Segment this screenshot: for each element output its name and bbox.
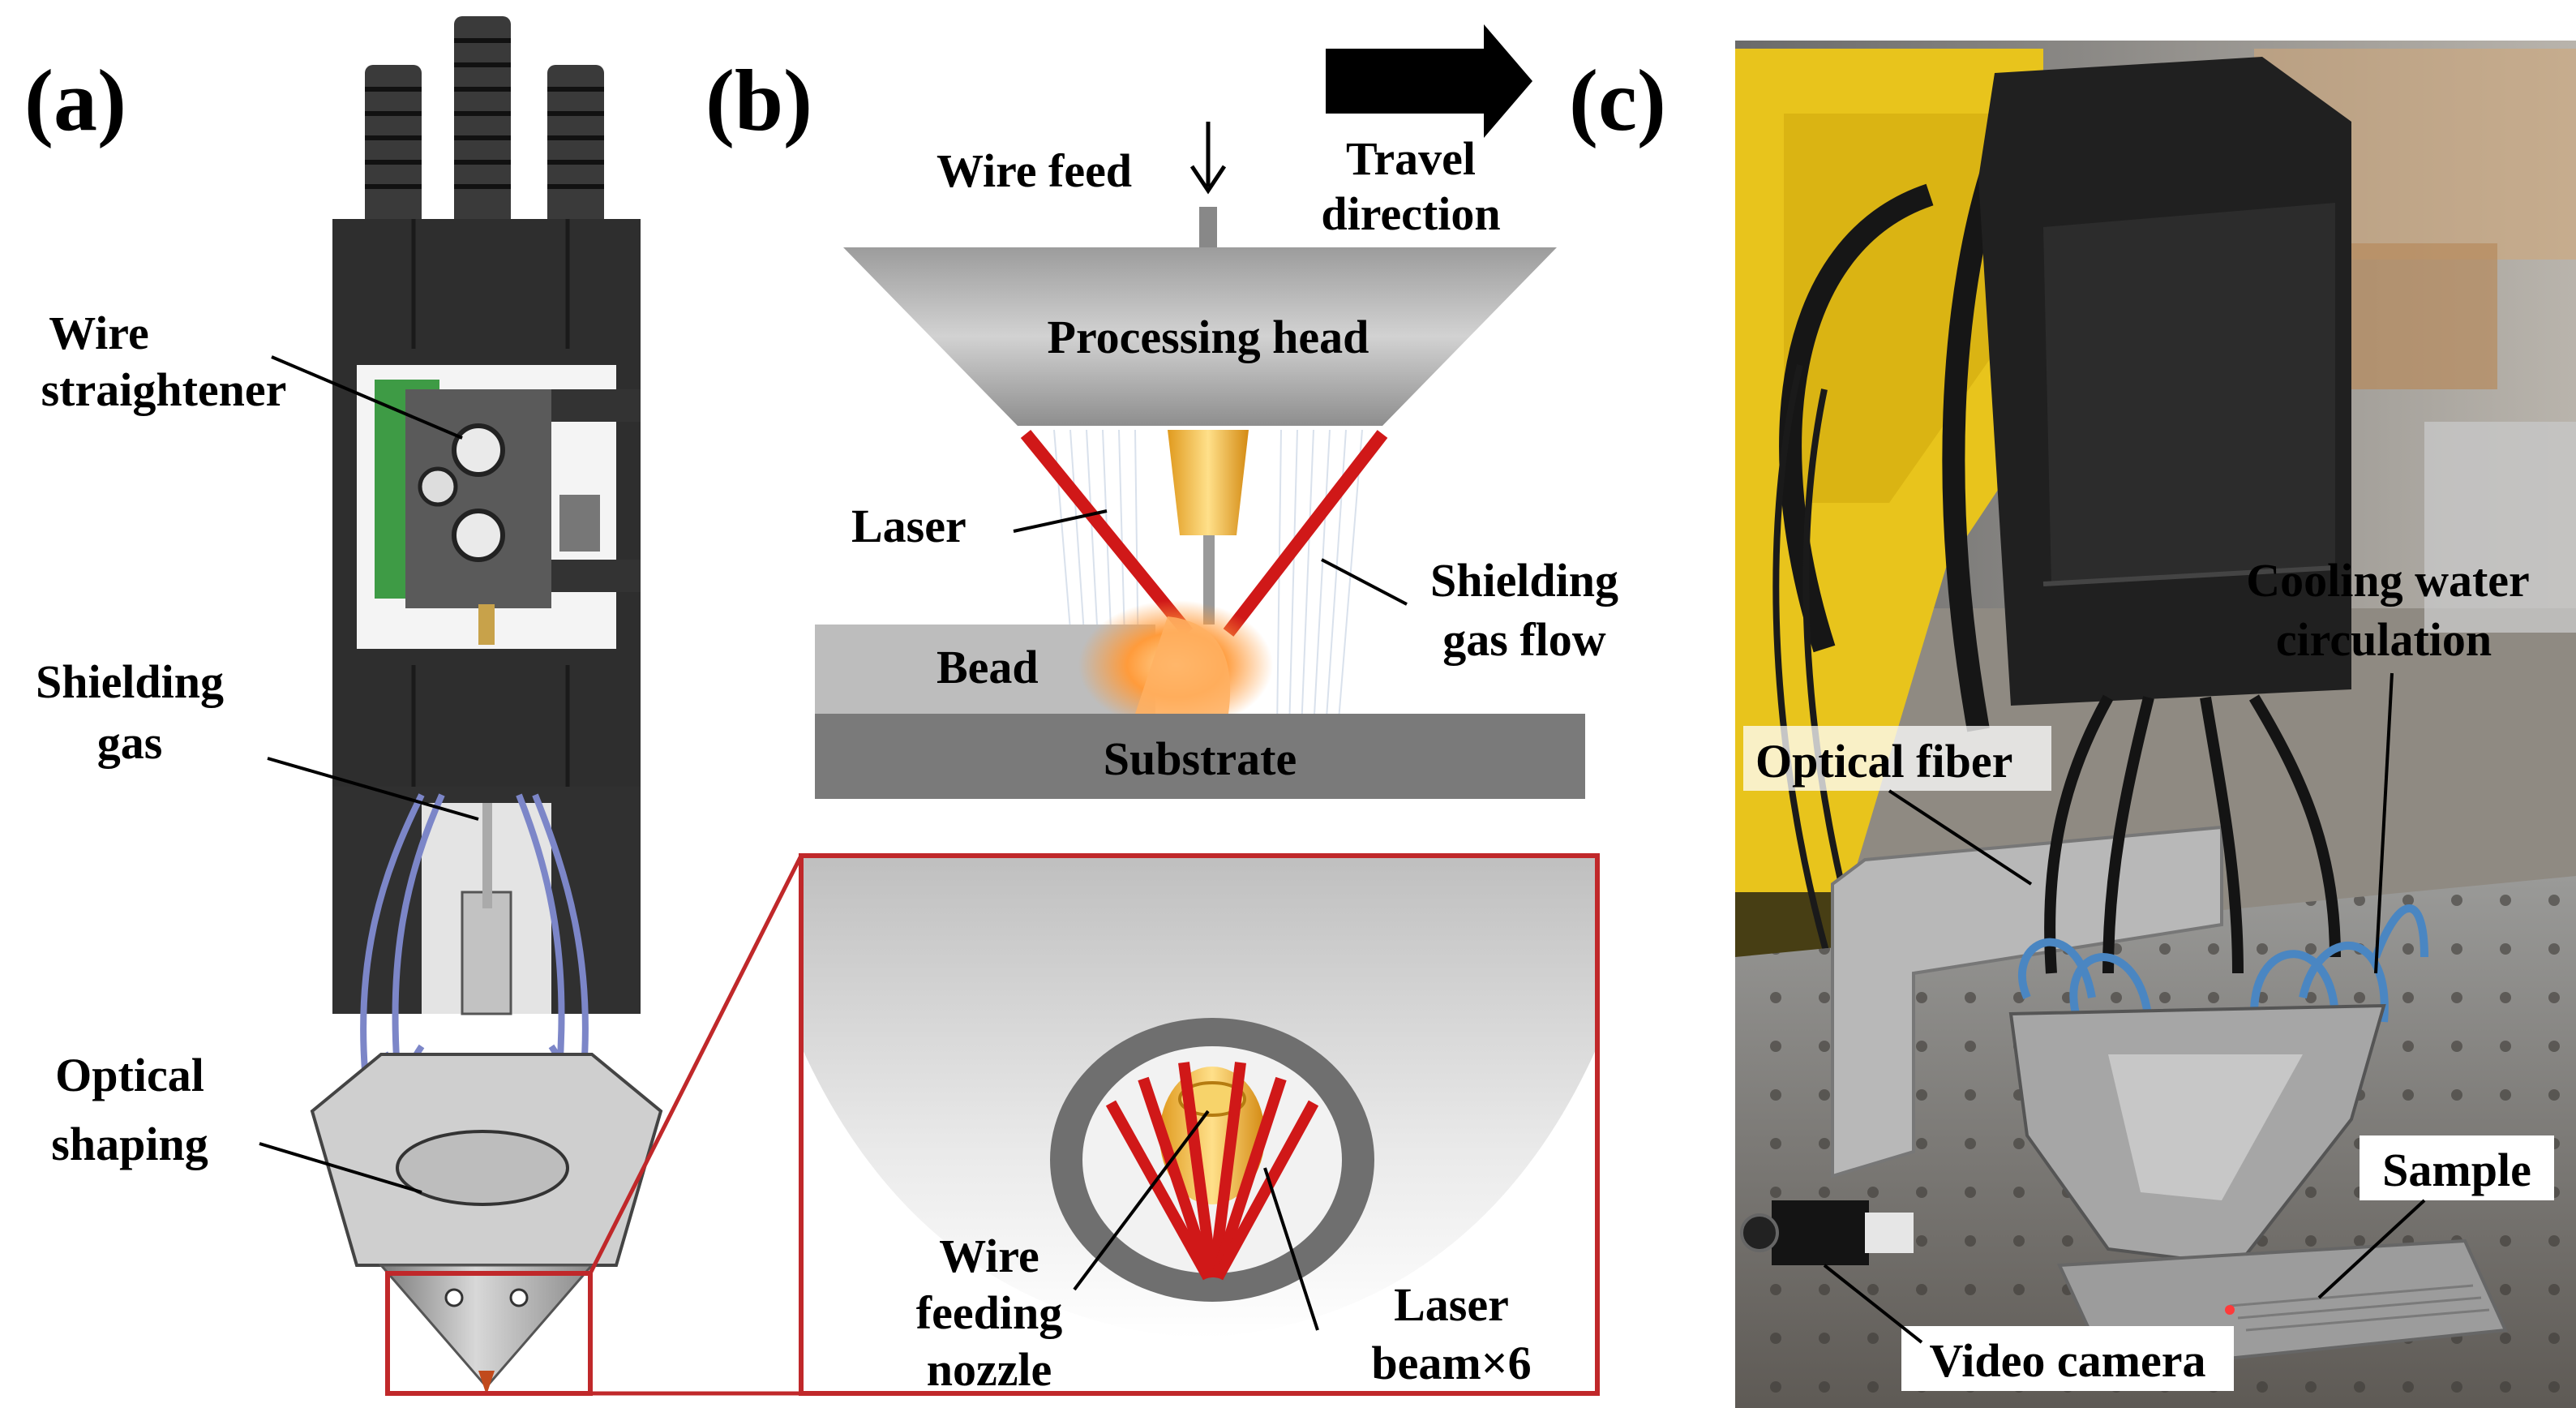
panel-a: (a) bbox=[24, 16, 663, 1396]
wire-feeding-nozzle-label: Wire bbox=[939, 1230, 1039, 1282]
svg-text:direction: direction bbox=[1321, 187, 1500, 240]
callout-wire-straightener: Wire straightener bbox=[41, 307, 463, 440]
inset-frame bbox=[799, 853, 1600, 1396]
system-photo bbox=[1735, 41, 2576, 1408]
laser-beam-left bbox=[1020, 429, 1194, 637]
callout-sample: Sample bbox=[2317, 1135, 2554, 1299]
laser-beam-right bbox=[1223, 430, 1388, 637]
callout-optical-fiber: Optical fiber bbox=[1743, 726, 2051, 886]
processing-head bbox=[843, 247, 1557, 426]
travel-direction-label: Travel bbox=[1346, 132, 1476, 185]
svg-text:nozzle: nozzle bbox=[927, 1343, 1052, 1396]
inset-laser-beams bbox=[1105, 1062, 1319, 1281]
svg-text:gas: gas bbox=[97, 716, 163, 769]
wire-feed-label: Wire feed bbox=[937, 144, 1132, 197]
laser-beam-count-label: Laser bbox=[1394, 1278, 1509, 1331]
svg-text:feeding: feeding bbox=[916, 1286, 1062, 1339]
panel-c: (c) bbox=[1569, 41, 2576, 1408]
svg-text:Video camera: Video camera bbox=[1930, 1334, 2206, 1387]
svg-text:circulation: circulation bbox=[2276, 613, 2492, 666]
nozzle-inset: Wire feeding nozzle Laser beam×6 bbox=[799, 853, 1600, 1396]
processing-head-label: Processing head bbox=[1048, 311, 1369, 363]
svg-text:Optical fiber: Optical fiber bbox=[1755, 735, 2012, 788]
svg-text:Cooling water: Cooling water bbox=[2246, 554, 2530, 607]
video-camera bbox=[1772, 1200, 1869, 1265]
svg-text:shaping: shaping bbox=[51, 1118, 208, 1170]
callout-cooling-water: Cooling water circulation bbox=[2246, 554, 2530, 974]
nozzle-cone bbox=[378, 1264, 595, 1389]
middle-housing bbox=[332, 665, 641, 787]
callout-optical-shaping: Optical shaping bbox=[51, 1049, 422, 1194]
shielding-gas-flow-label: Shielding bbox=[1430, 554, 1618, 607]
callout-shielding-gas: Shielding gas bbox=[36, 655, 479, 821]
svg-text:Wire: Wire bbox=[49, 307, 149, 359]
svg-text:gas flow: gas flow bbox=[1442, 613, 1606, 666]
laser-label: Laser bbox=[851, 500, 967, 552]
zoom-source-box bbox=[385, 1271, 593, 1396]
cooling-tubes bbox=[2018, 904, 2428, 1023]
panel-c-label: (c) bbox=[1569, 53, 1666, 149]
svg-text:straightener: straightener bbox=[41, 363, 287, 416]
svg-text:Optical: Optical bbox=[55, 1049, 204, 1101]
substrate-label: Substrate bbox=[1104, 732, 1297, 785]
panel-b: (b) Travel direction Wire feed Processin… bbox=[705, 24, 1618, 1396]
optical-fiber-cables bbox=[2044, 694, 2341, 974]
svg-text:beam×6: beam×6 bbox=[1371, 1337, 1531, 1389]
svg-text:Shielding: Shielding bbox=[36, 655, 224, 708]
callout-video-camera: Video camera bbox=[1823, 1264, 2234, 1391]
hose-connectors bbox=[365, 16, 604, 227]
upper-housing bbox=[332, 219, 641, 349]
substrate bbox=[815, 714, 1585, 799]
panel-b-label: (b) bbox=[705, 53, 812, 149]
svg-text:Sample: Sample bbox=[2382, 1144, 2531, 1196]
mounting-bracket bbox=[1831, 825, 2223, 1178]
panel-a-label: (a) bbox=[24, 53, 126, 149]
wire-nozzle bbox=[1168, 430, 1249, 535]
bead-label: Bead bbox=[937, 641, 1039, 693]
travel-direction-arrow bbox=[1326, 24, 1532, 138]
